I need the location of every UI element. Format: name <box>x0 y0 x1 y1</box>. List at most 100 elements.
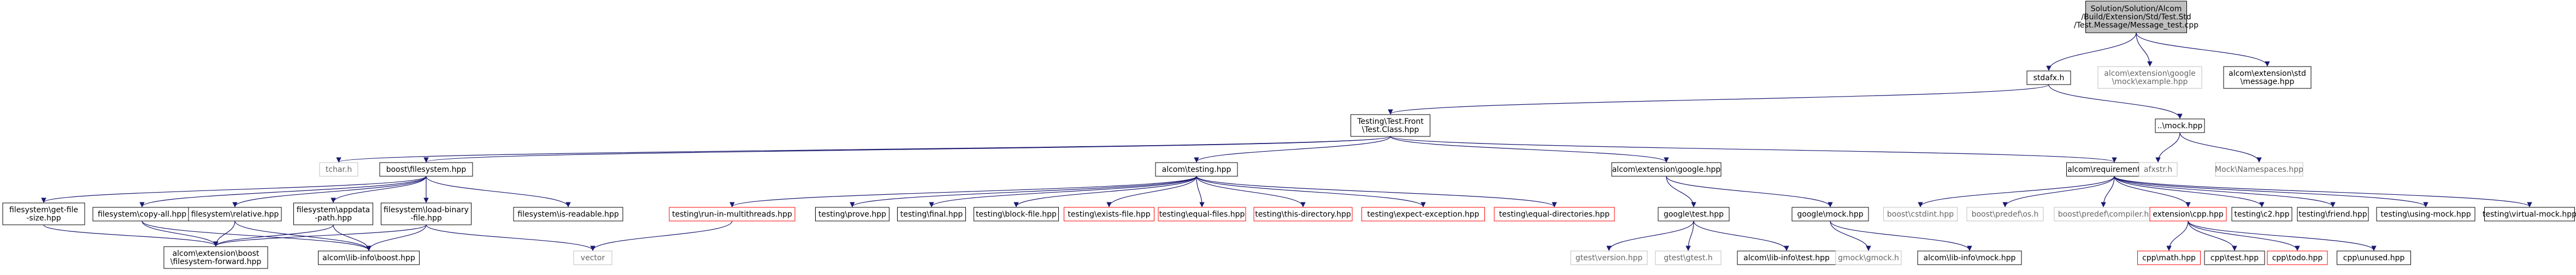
node-mock-hpp[interactable]: ..\mock.hpp <box>2155 118 2205 133</box>
node-afxstr: afxstr.h <box>2138 162 2178 177</box>
node-box <box>381 202 471 225</box>
node-box <box>513 207 623 222</box>
node-label: testing\prove.hpp <box>818 210 886 219</box>
node-t-block-file[interactable]: testing\block-file.hpp <box>974 207 1059 222</box>
node-label: \filesystem-forward.hpp <box>170 258 262 266</box>
node-box <box>2085 1 2187 33</box>
node-gtest-gtest: gtest\gtest.h <box>1655 250 1722 265</box>
node-box <box>1737 250 1836 265</box>
node-box <box>815 207 889 222</box>
edge-fs_copy_all-to-alcom_lib_boost <box>142 220 372 251</box>
node-t-c2[interactable]: testing\c2.hpp <box>2231 207 2292 222</box>
edge-testing_test_front-to-boost_filesystem <box>423 136 1391 163</box>
edge-testing_test_front-to-alcom_google <box>1390 136 1669 163</box>
node-t-using-mock[interactable]: testing\using-mock.hpp <box>2376 207 2475 222</box>
node-box <box>1611 162 1722 177</box>
node-boost-predef-compiler: boost\predef\compiler.h <box>2054 207 2153 222</box>
edge-root-to-alcom_google_example <box>2136 32 2153 67</box>
node-label: testing\block-file.hpp <box>976 210 1057 219</box>
node-label: alcom\extension\std <box>2229 69 2306 78</box>
node-box <box>293 202 373 225</box>
node-alcom-boost-forward[interactable]: alcom\extension\boost\filesystem-forward… <box>163 246 268 269</box>
node-label: boost\predef\os.h <box>1972 210 2039 219</box>
node-label: -path.hpp <box>315 214 352 223</box>
node-label: filesystem\relative.hpp <box>191 210 279 219</box>
node-t-run-multithreads[interactable]: testing\run-in-multithreads.hpp <box>669 207 795 222</box>
node-label: alcom\extension\boost <box>173 249 260 258</box>
node-alcom-lib-test[interactable]: alcom\lib-info\test.hpp <box>1737 250 1836 265</box>
edge-google_test-to-gtest_version <box>1606 220 1694 251</box>
node-google-test[interactable]: google\test.hpp <box>1658 207 1730 222</box>
node-t-expect-exception[interactable]: testing\expect-exception.hpp <box>1361 207 1485 222</box>
edge-boost_filesystem-to-fs_copy_all <box>139 176 427 207</box>
node-label: testing\run-in-multithreads.hpp <box>672 210 792 219</box>
edge-google_test-to-gtest_gtest <box>1685 220 1694 251</box>
node-box <box>2376 207 2475 222</box>
node-label: google\test.hpp <box>1664 210 1724 219</box>
node-tchar: tchar.h <box>319 162 358 177</box>
node-cpp-todo[interactable]: cpp\todo.hpp <box>2267 250 2328 265</box>
node-t-friend[interactable]: testing\friend.hpp <box>2297 207 2369 222</box>
edge-alcom_google-to-google_mock <box>1666 176 1833 207</box>
node-boost-predef-os: boost\predef\os.h <box>1966 207 2044 222</box>
node-fs-appdata[interactable]: filesystem\appdata-path.hpp <box>293 202 373 225</box>
node-t-equal-files[interactable]: testing\equal-files.hpp <box>1158 207 1246 222</box>
node-t-this-directory[interactable]: testing\this-directory.hpp <box>1253 207 1353 222</box>
node-boost-filesystem[interactable]: boost\filesystem.hpp <box>379 162 473 177</box>
node-cpp-unused[interactable]: cpp\unused.hpp <box>2337 250 2411 265</box>
node-box <box>1155 162 1238 177</box>
node-root[interactable]: Solution/Solution/Alcom/Build/Extension/… <box>2074 1 2198 33</box>
node-alcom-lib-boost[interactable]: alcom\lib-info\boost.hpp <box>318 250 420 265</box>
node-alcom-google[interactable]: alcom\extension\google.hpp <box>1611 162 1722 177</box>
node-testing-test-front[interactable]: Testing\Test.Front\Test.Class.hpp <box>1351 114 1430 137</box>
node-label: boost\filesystem.hpp <box>386 165 467 174</box>
edge-fs_relative-to-alcom_lib_boost <box>234 220 372 251</box>
node-box <box>2231 207 2292 222</box>
edge-ext_cpp-to-cpp_test <box>2188 220 2237 251</box>
node-t-equal-directories[interactable]: testing\equal-directories.hpp <box>1494 207 1615 222</box>
node-fs-is-readable[interactable]: filesystem\is-readable.hpp <box>513 207 623 222</box>
node-alcom-std-message[interactable]: alcom\extension\std\message.hpp <box>2223 66 2312 89</box>
node-google-mock[interactable]: google\mock.hpp <box>1791 207 1869 222</box>
node-ext-cpp[interactable]: extension\cpp.hpp <box>2149 207 2227 222</box>
edge-root-to-stdafx <box>2046 32 2137 71</box>
node-label: Solution/Solution/Alcom <box>2091 5 2182 14</box>
edge-ext_cpp-to-cpp_math <box>2166 220 2189 251</box>
edge-alcom_testing-to-t_block_file <box>1013 176 1197 207</box>
node-label: /Build/Extension/Std/Test.Std <box>2081 13 2191 22</box>
node-label: testing\virtual-mock.hpp <box>2483 210 2576 219</box>
node-alcom-google-example: alcom\extension\google\mock\example.hpp <box>2097 66 2202 89</box>
edge-fs_load_binary-to-alcom_boost_forward <box>213 224 427 247</box>
edge-alcom_requirements-to-t_using_mock <box>2114 176 2428 207</box>
node-mock-namespaces: Mock\Namespaces.hpp <box>2215 162 2303 177</box>
node-gtest-version: gtest\version.hpp <box>1570 250 1648 265</box>
node-label: \message.hpp <box>2241 77 2295 86</box>
node-fs-load-binary[interactable]: filesystem\load-binary-file.hpp <box>381 202 471 225</box>
node-alcom-testing[interactable]: alcom\testing.hpp <box>1155 162 1238 177</box>
node-fs-copy-all[interactable]: filesystem\copy-all.hpp <box>92 207 192 222</box>
node-label: gtest\version.hpp <box>1576 254 1643 262</box>
node-fs-get-file-size[interactable]: filesystem\get-file-size.hpp <box>2 202 85 225</box>
node-t-prove[interactable]: testing\prove.hpp <box>815 207 889 222</box>
node-box <box>974 207 1059 222</box>
node-label: cpp\unused.hpp <box>2343 254 2405 262</box>
edge-alcom_testing-to-t_equal_files <box>1196 176 1205 207</box>
node-label: \mock\example.hpp <box>2112 77 2188 86</box>
node-cpp-math[interactable]: cpp\math.hpp <box>2137 250 2201 265</box>
node-t-virtual-mock[interactable]: testing\virtual-mock.hpp <box>2483 207 2576 222</box>
node-cpp-test[interactable]: cpp\test.hpp <box>2204 250 2265 265</box>
edge-fs_get_file_size-to-alcom_boost_forward <box>43 224 219 247</box>
node-box <box>1361 207 1485 222</box>
node-label: testing\expect-exception.hpp <box>1367 210 1479 219</box>
node-t-exists-file[interactable]: testing\exists-file.hpp <box>1064 207 1154 222</box>
node-label: testing\equal-files.hpp <box>1159 210 1245 219</box>
node-label: Testing\Test.Front <box>1357 117 1424 126</box>
node-stdafx[interactable]: stdafx.h <box>2026 70 2071 85</box>
node-alcom-lib-mock[interactable]: alcom\lib-info\mock.hpp <box>1917 250 2022 265</box>
node-label: testing\friend.hpp <box>2298 210 2367 219</box>
node-fs-relative[interactable]: filesystem\relative.hpp <box>188 207 282 222</box>
node-box <box>2137 250 2201 265</box>
node-label: afxstr.h <box>2144 165 2172 174</box>
node-t-final[interactable]: testing\final.hpp <box>897 207 966 222</box>
